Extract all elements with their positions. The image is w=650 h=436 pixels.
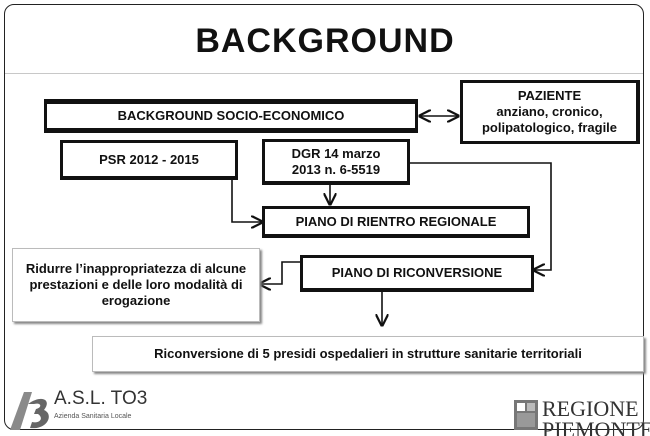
connector-dgr-riconversione — [408, 162, 552, 270]
riconversione-presidi-box: Riconversione di 5 presidi ospedalieri i… — [92, 336, 644, 372]
connector-riconversione-ridurre — [260, 261, 300, 284]
slide-title: BACKGROUND — [195, 22, 455, 60]
asl-to3-logo: A.S.L. TO3 Azienda Sanitaria Locale — [8, 386, 188, 434]
paziente-description: anziano, cronico, polipatologico, fragil… — [481, 104, 618, 135]
dgr-line-2: 2013 n. 6-5519 — [291, 161, 381, 177]
regione-piemonte-logo: REGIONE PIEMONTE — [514, 398, 650, 436]
dgr-box: DGR 14 marzo 2013 n. 6-5519 — [262, 139, 410, 185]
background-socio-economico-label: BACKGROUND SOCIO-ECONOMICO — [117, 108, 345, 123]
ridurre-inappropriatezza-box: Ridurre l’inappropriatezza di alcune pre… — [12, 248, 260, 322]
title-divider — [5, 73, 643, 74]
asl-subtitle: Azienda Sanitaria Locale — [54, 413, 132, 420]
dgr-line-1: DGR 14 marzo — [291, 145, 381, 161]
slide-frame — [4, 4, 644, 430]
paziente-title: PAZIENTE — [517, 88, 582, 103]
regione-name: REGIONE PIEMONTE — [542, 398, 650, 436]
regione-flag-icon — [514, 400, 538, 430]
piano-riconversione-label: PIANO DI RICONVERSIONE — [331, 265, 503, 280]
piano-riconversione-box: PIANO DI RICONVERSIONE — [300, 255, 534, 292]
asl-mark-icon — [10, 392, 49, 430]
psr-box: PSR 2012 - 2015 — [60, 140, 238, 180]
asl-name: A.S.L. TO3 — [54, 388, 148, 409]
background-socio-economico-box: BACKGROUND SOCIO-ECONOMICO — [44, 99, 418, 133]
paziente-box: PAZIENTE anziano, cronico, polipatologic… — [460, 80, 640, 144]
ridurre-inappropriatezza-text: Ridurre l’inappropriatezza di alcune pre… — [25, 261, 247, 308]
riconversione-presidi-text: Riconversione di 5 presidi ospedalieri i… — [154, 346, 582, 361]
connector-psr-rientro — [231, 178, 262, 222]
piano-rientro-regionale-label: PIANO DI RIENTRO REGIONALE — [295, 213, 497, 229]
piano-rientro-regionale-box: PIANO DI RIENTRO REGIONALE — [262, 206, 530, 238]
psr-label: PSR 2012 - 2015 — [99, 151, 199, 167]
